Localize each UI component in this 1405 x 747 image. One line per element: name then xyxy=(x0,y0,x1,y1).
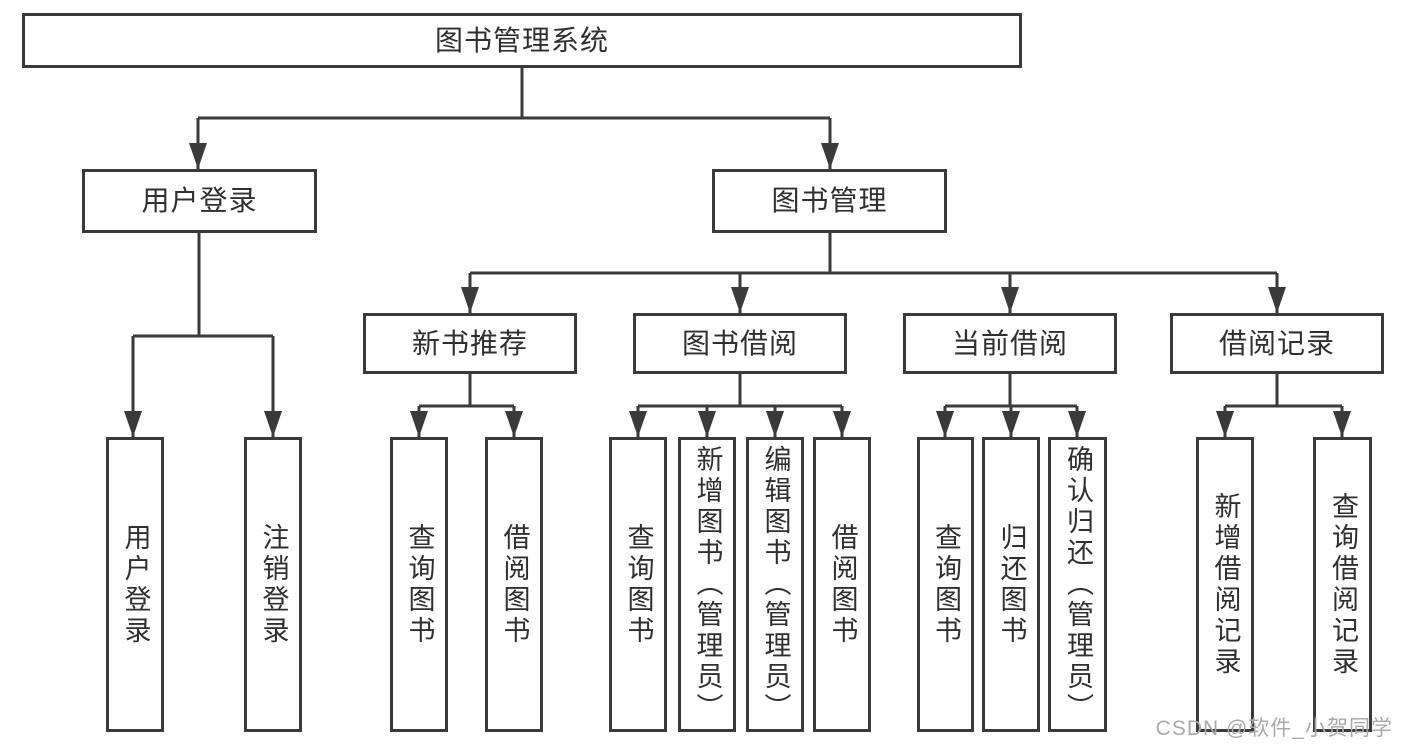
node-leaf-edit-book: 编辑图书（管理员） xyxy=(746,437,804,732)
arrowhead-icon xyxy=(731,287,749,313)
arrowhead-icon xyxy=(1333,411,1351,437)
node-label: 查询图书 xyxy=(404,522,435,647)
node-label: 注销登录 xyxy=(258,522,289,647)
arrowhead-icon xyxy=(1216,411,1234,437)
node-label: 图书借阅 xyxy=(681,327,798,359)
node-user-login: 用户登录 xyxy=(82,169,317,233)
node-label: 查询图书 xyxy=(931,522,961,647)
arrowhead-icon xyxy=(833,411,851,437)
node-label: 用户登录 xyxy=(141,185,258,216)
arrowhead-icon xyxy=(1268,287,1286,313)
node-leaf-return-book: 归还图书 xyxy=(982,437,1040,732)
node-label: 查询图书 xyxy=(623,522,654,647)
node-label: 当前借阅 xyxy=(951,327,1068,359)
arrowhead-icon xyxy=(189,143,207,169)
node-leaf-add-book: 新增图书（管理员） xyxy=(678,437,736,732)
node-leaf-confirm-return: 确认归还（管理员） xyxy=(1048,437,1107,732)
node-label: 查询借阅记录 xyxy=(1328,491,1358,678)
node-label: 图书管理 xyxy=(771,185,888,216)
arrowhead-icon xyxy=(821,143,839,169)
node-label: 新增借阅记录 xyxy=(1210,491,1241,678)
node-borrow-records: 借阅记录 xyxy=(1170,313,1384,374)
arrowhead-icon xyxy=(766,411,784,437)
node-leaf-query-book-1: 查询图书 xyxy=(390,437,448,732)
node-label: 借阅记录 xyxy=(1218,327,1335,359)
node-book-borrow: 图书借阅 xyxy=(633,313,847,374)
arrowhead-icon xyxy=(410,411,428,437)
node-leaf-borrow-book-2: 借阅图书 xyxy=(813,437,871,732)
arrowhead-icon xyxy=(1002,411,1020,437)
arrowhead-icon xyxy=(698,411,716,437)
node-leaf-query-record: 查询借阅记录 xyxy=(1313,437,1372,732)
node-label: 图书管理系统 xyxy=(434,24,609,56)
node-label: 用户登录 xyxy=(120,522,151,647)
watermark-text: CSDN @软件_小贺同学 xyxy=(1155,717,1393,740)
arrowhead-icon xyxy=(461,287,479,313)
node-label: 归还图书 xyxy=(996,522,1027,647)
node-label: 新增图书（管理员） xyxy=(692,445,723,724)
arrowhead-icon xyxy=(936,411,954,437)
arrowhead-icon xyxy=(1001,287,1019,313)
arrowhead-icon xyxy=(1068,411,1086,437)
node-leaf-query-book-3: 查询图书 xyxy=(917,437,974,732)
node-root: 图书管理系统 xyxy=(22,13,1022,68)
node-book-management: 图书管理 xyxy=(712,169,947,233)
arrowhead-icon xyxy=(264,411,282,437)
arrowhead-icon xyxy=(505,411,523,437)
node-current-borrow: 当前借阅 xyxy=(903,313,1117,374)
node-label: 确认归还（管理员） xyxy=(1063,445,1093,724)
node-leaf-add-record: 新增借阅记录 xyxy=(1196,437,1254,732)
node-leaf-borrow-book-1: 借阅图书 xyxy=(485,437,543,732)
node-new-book-recommend: 新书推荐 xyxy=(363,313,577,374)
arrowhead-icon xyxy=(124,411,142,437)
node-label: 借阅图书 xyxy=(827,522,858,647)
node-leaf-query-book-2: 查询图书 xyxy=(609,437,667,732)
node-leaf-logout: 注销登录 xyxy=(244,437,302,732)
node-label: 借阅图书 xyxy=(499,522,530,647)
node-leaf-user-login: 用户登录 xyxy=(106,437,164,732)
arrowhead-icon xyxy=(629,411,647,437)
node-label: 编辑图书（管理员） xyxy=(760,445,791,724)
node-label: 新书推荐 xyxy=(411,327,528,359)
